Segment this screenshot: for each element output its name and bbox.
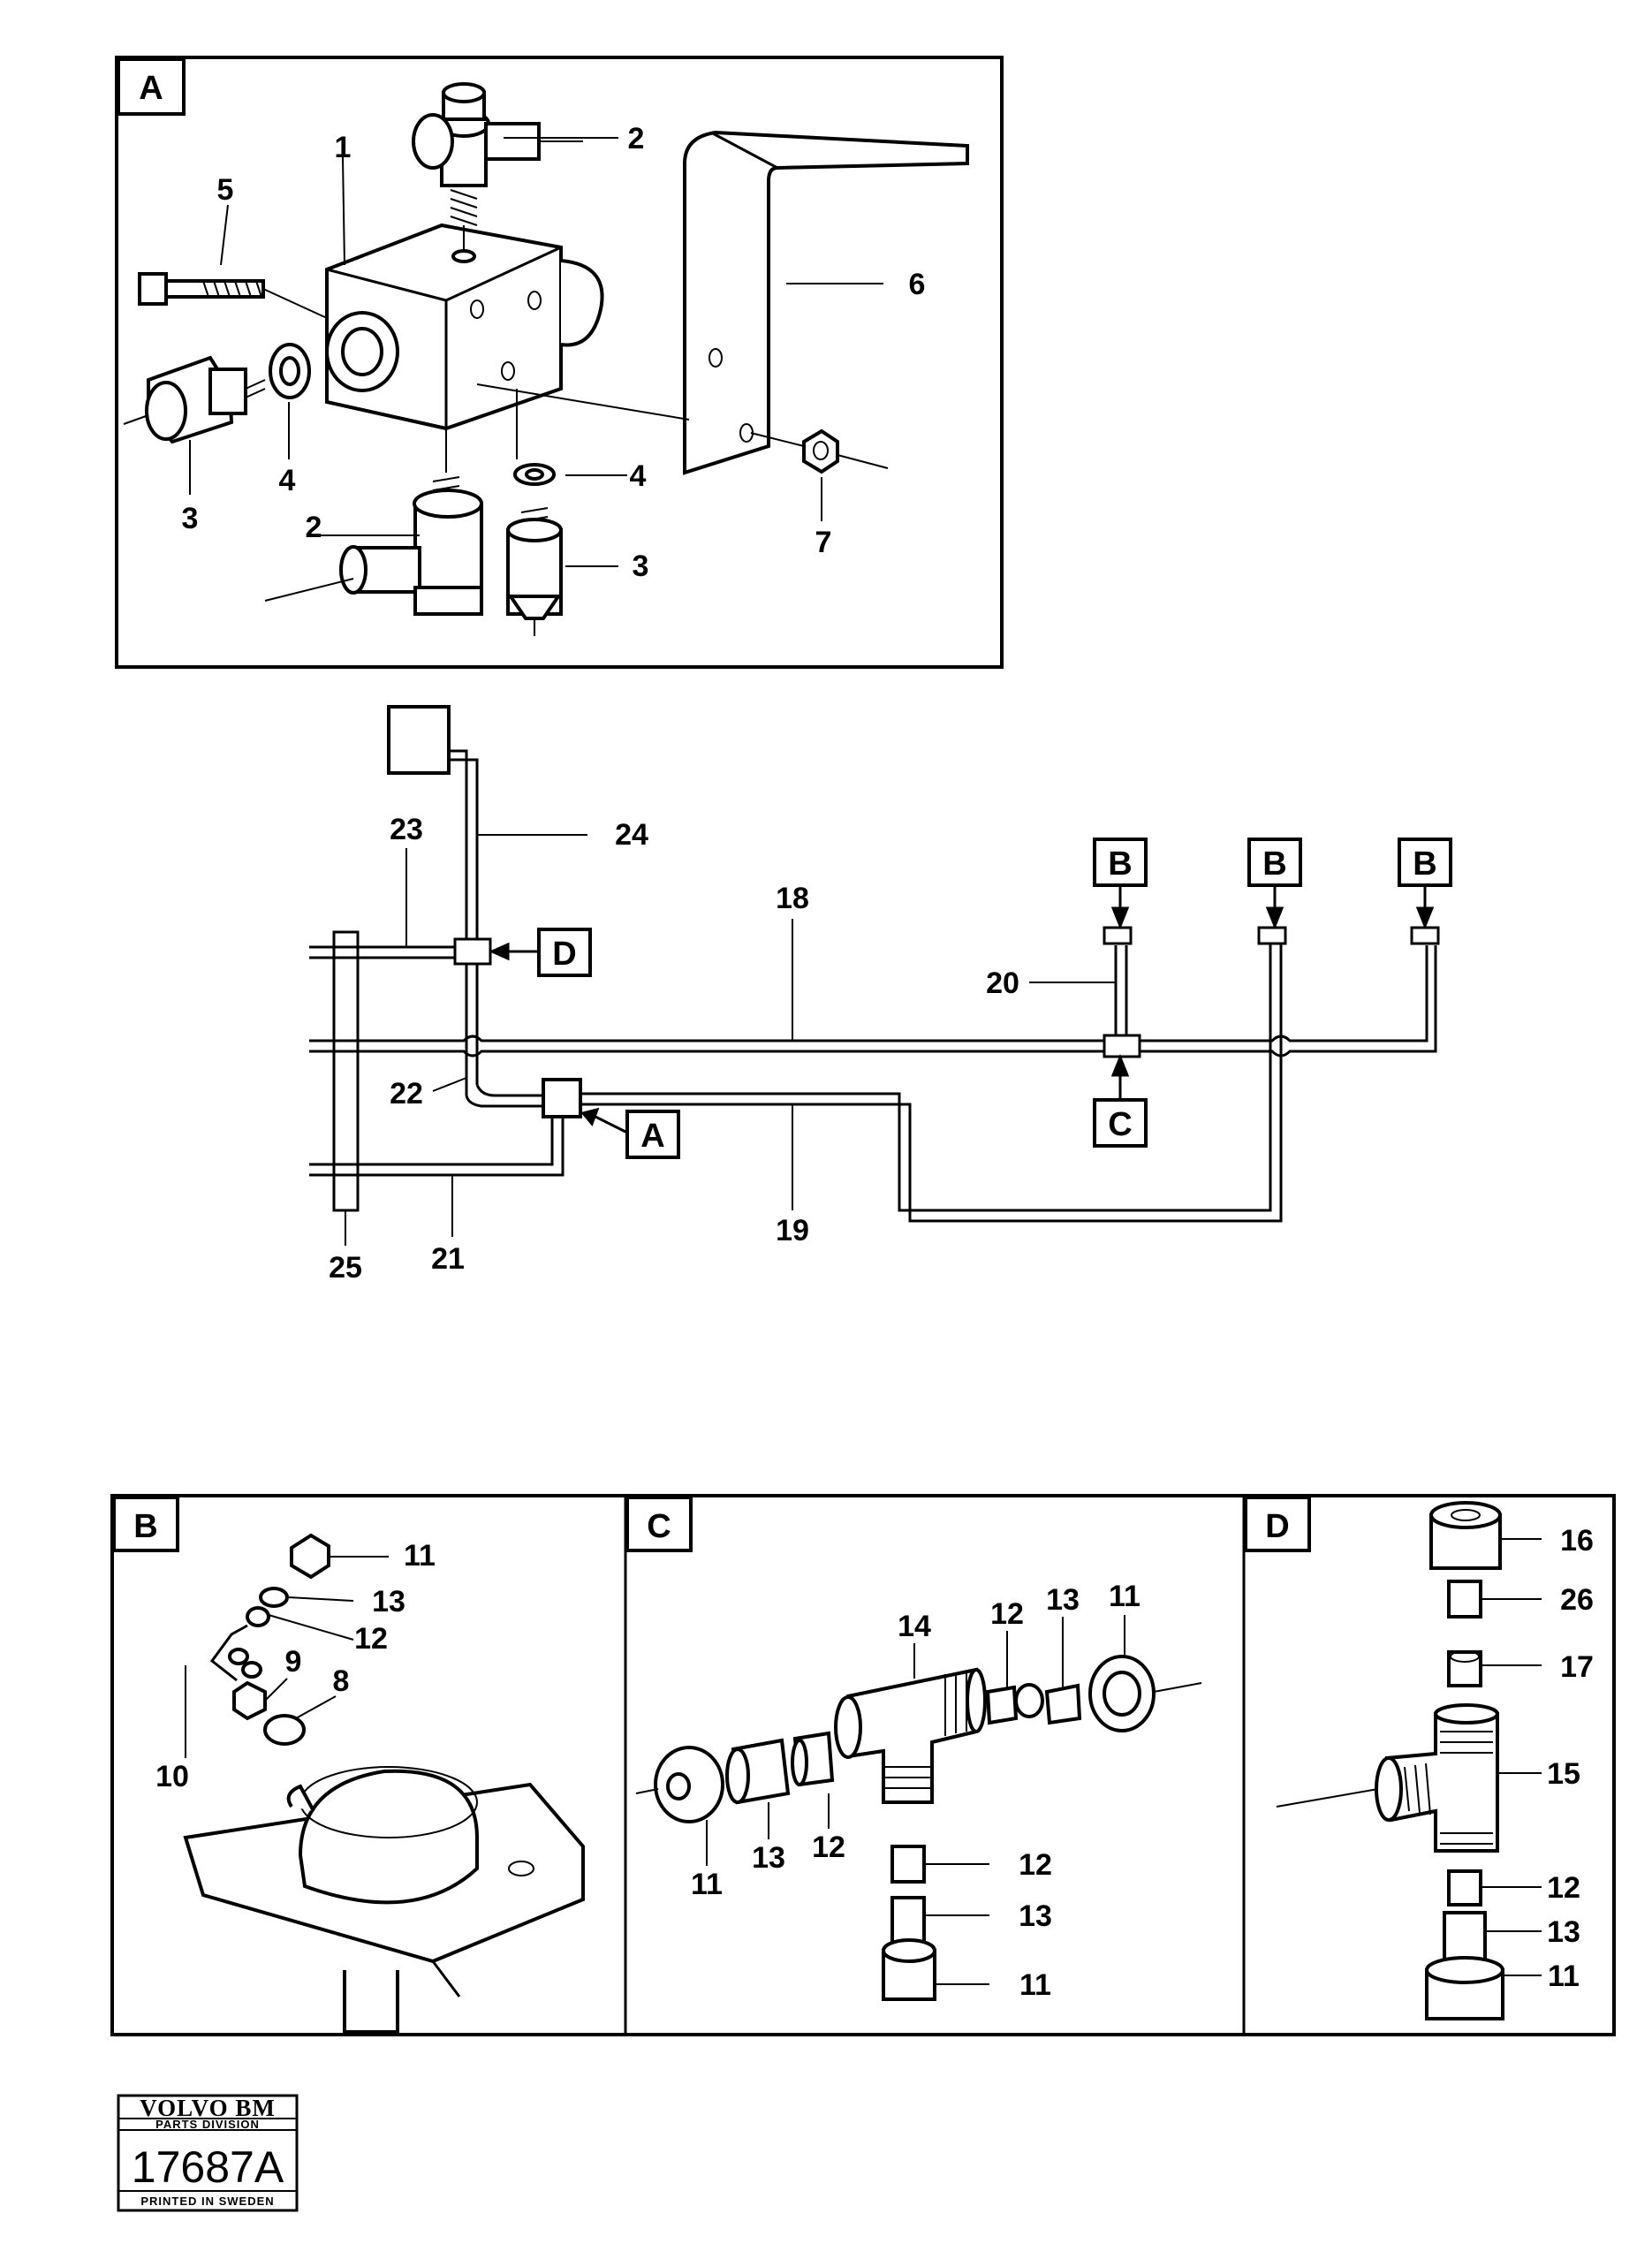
callout-c-11-bottom: 11 (1019, 1968, 1051, 2002)
tag-d: D (552, 936, 576, 973)
callout-7: 7 (815, 526, 832, 559)
callout-c-14: 14 (898, 1610, 931, 1643)
callout-23: 23 (390, 813, 423, 846)
fitting-top (412, 82, 583, 252)
callout-b-10: 10 (155, 1760, 189, 1793)
callout-d-12: 12 (1547, 1871, 1580, 1905)
callout-b-13: 13 (372, 1585, 405, 1618)
fitting-left (123, 343, 311, 444)
panel-c: C 14 (625, 1496, 1202, 2002)
fitting-bottom (264, 428, 483, 616)
panel-c-tag: C (647, 1508, 671, 1545)
panel-b-tag: B (133, 1508, 157, 1545)
logo-number: 17687A (132, 2142, 284, 2192)
bolt (138, 272, 328, 319)
callout-d-15: 15 (1547, 1757, 1580, 1791)
callout-24: 24 (615, 818, 648, 852)
fitting-right (506, 389, 563, 636)
schematic: D B B B C A 23 24 18 20 22 19 21 25 (309, 705, 1452, 1285)
callout-d-11: 11 (1548, 1960, 1580, 1993)
callout-6: 6 (909, 268, 926, 301)
callout-1: 1 (335, 131, 352, 164)
callout-c-13-bottom: 13 (1019, 1899, 1052, 1933)
panel-d-tag: D (1265, 1508, 1289, 1545)
callout-b-9: 9 (285, 1645, 302, 1679)
logo-division: PARTS DIVISION (155, 2118, 260, 2131)
volvo-bm-logo: VOLVO BM PARTS DIVISION 17687A PRINTED I… (117, 2094, 299, 2212)
callout-c-12-top: 12 (990, 1597, 1024, 1631)
panel-d: D 16 26 17 15 12 (1244, 1496, 1594, 2020)
callout-b-12: 12 (354, 1622, 388, 1656)
logo-brand: VOLVO BM (140, 2095, 276, 2121)
nut (750, 428, 889, 474)
callout-22: 22 (390, 1077, 423, 1111)
callout-4-right: 4 (630, 459, 647, 493)
callout-d-16: 16 (1560, 1524, 1594, 1558)
tag-b-1: B (1108, 845, 1132, 883)
tag-b-2: B (1262, 845, 1286, 883)
callout-d-17: 17 (1560, 1650, 1594, 1684)
panel-a: A (115, 56, 1004, 669)
logo-printed: PRINTED IN SWEDEN (140, 2195, 274, 2208)
bracket (476, 130, 969, 475)
valve-block (325, 223, 604, 431)
callout-5: 5 (217, 173, 234, 207)
callout-c-12-left: 12 (812, 1831, 845, 1864)
callout-c-12-bottom: 12 (1019, 1848, 1052, 1882)
callout-18: 18 (776, 882, 809, 915)
callout-d-26: 26 (1560, 1583, 1594, 1617)
callout-c-11-left: 11 (691, 1868, 723, 1901)
callout-c-11-top: 11 (1109, 1580, 1140, 1613)
tag-b-3: B (1413, 845, 1436, 883)
callout-d-13: 13 (1547, 1915, 1580, 1949)
callout-3-right: 3 (633, 550, 649, 583)
callout-20: 20 (986, 967, 1019, 1000)
callout-c-13-top: 13 (1046, 1583, 1080, 1617)
callout-b-8: 8 (333, 1664, 350, 1698)
panel-a-tag: A (139, 70, 163, 107)
tag-a: A (640, 1118, 664, 1155)
callout-b-11: 11 (404, 1539, 436, 1573)
callout-c-13-left: 13 (752, 1841, 785, 1875)
panel-b: B 11 13 12 9 8 10 (112, 1496, 585, 2034)
callout-4-left: 4 (279, 464, 296, 497)
callout-25: 25 (329, 1251, 362, 1285)
callout-19: 19 (776, 1214, 809, 1247)
callout-2-bottom: 2 (306, 511, 322, 544)
callout-3-left: 3 (182, 502, 199, 535)
callout-21: 21 (431, 1242, 465, 1276)
tag-c: C (1108, 1106, 1132, 1143)
callout-2-top: 2 (628, 122, 645, 155)
